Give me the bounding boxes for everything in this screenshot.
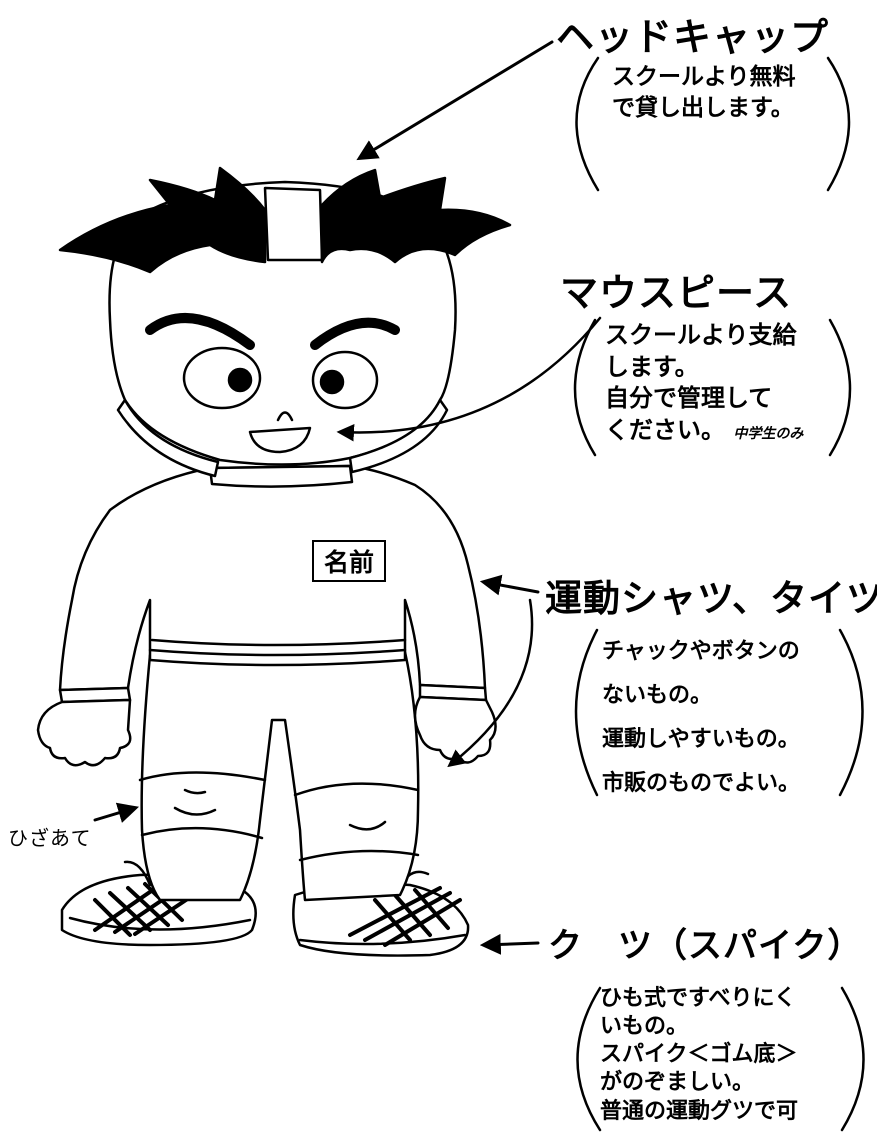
left-hand-icon — [36, 698, 132, 767]
right-hand-icon — [413, 695, 497, 764]
name-tag: 名前 — [312, 540, 386, 582]
mouthpiece-note-line: スクールより支給 — [605, 321, 797, 349]
mouthpiece-note-line: ください。 中学生のみ — [605, 415, 803, 447]
shirt-note-line: 市販のものでよい。 — [602, 771, 801, 796]
headgear-note-line: で貸し出します。 — [612, 95, 794, 122]
headgear-note: スクールより無料 で貸し出します。 — [612, 62, 796, 124]
shirt-note-line: 運動しやすいもの。 — [602, 727, 800, 752]
right-shoe-icon — [292, 870, 470, 957]
shirt-note-line: ないもの。 — [602, 683, 713, 708]
tights — [138, 650, 420, 902]
shoes-note-line: スパイク＜ゴム底＞ — [600, 1042, 798, 1068]
shoes-note-line: いもの。 — [600, 1014, 689, 1040]
mouthpiece-note-line: します。 — [605, 352, 699, 381]
headgear-note-line: スクールより無料 — [612, 64, 796, 90]
shirt-title: 運動シャツ、タイツ — [545, 577, 877, 620]
kneepads-label: ひざあて — [8, 826, 92, 850]
shoes-note-line: がのぞましい。 — [600, 1070, 755, 1096]
shoes-note-line: 普通の運動グツで可 — [600, 1098, 799, 1124]
shoes-note: ひも式ですべりにく いもの。 スパイク＜ゴム底＞ がのぞましい。 普通の運動グツ… — [600, 985, 798, 1126]
shoes-note-line: ひも式ですべりにく — [600, 986, 797, 1011]
hair — [58, 166, 512, 274]
mouthpiece-title: マウスピース — [560, 271, 793, 315]
headgear-title: ヘッドキャップ — [556, 15, 830, 59]
mouthpiece-note-last: ください。 — [605, 416, 725, 445]
shirt-note-line: チャックやボタンの — [602, 639, 800, 664]
shirt-note: チャックやボタンの ないもの。 運動しやすいもの。 市販のものでよい。 — [602, 630, 800, 806]
mouthpiece-note: スクールより支給 します。 自分で管理して ください。 中学生のみ — [605, 320, 803, 447]
shoes-title: ク ツ（スパイク） — [548, 926, 863, 966]
mouthpiece-note-line: 自分で管理して — [605, 384, 773, 413]
sweater — [58, 464, 488, 704]
handwritten-note: 中学生のみ — [733, 426, 804, 443]
